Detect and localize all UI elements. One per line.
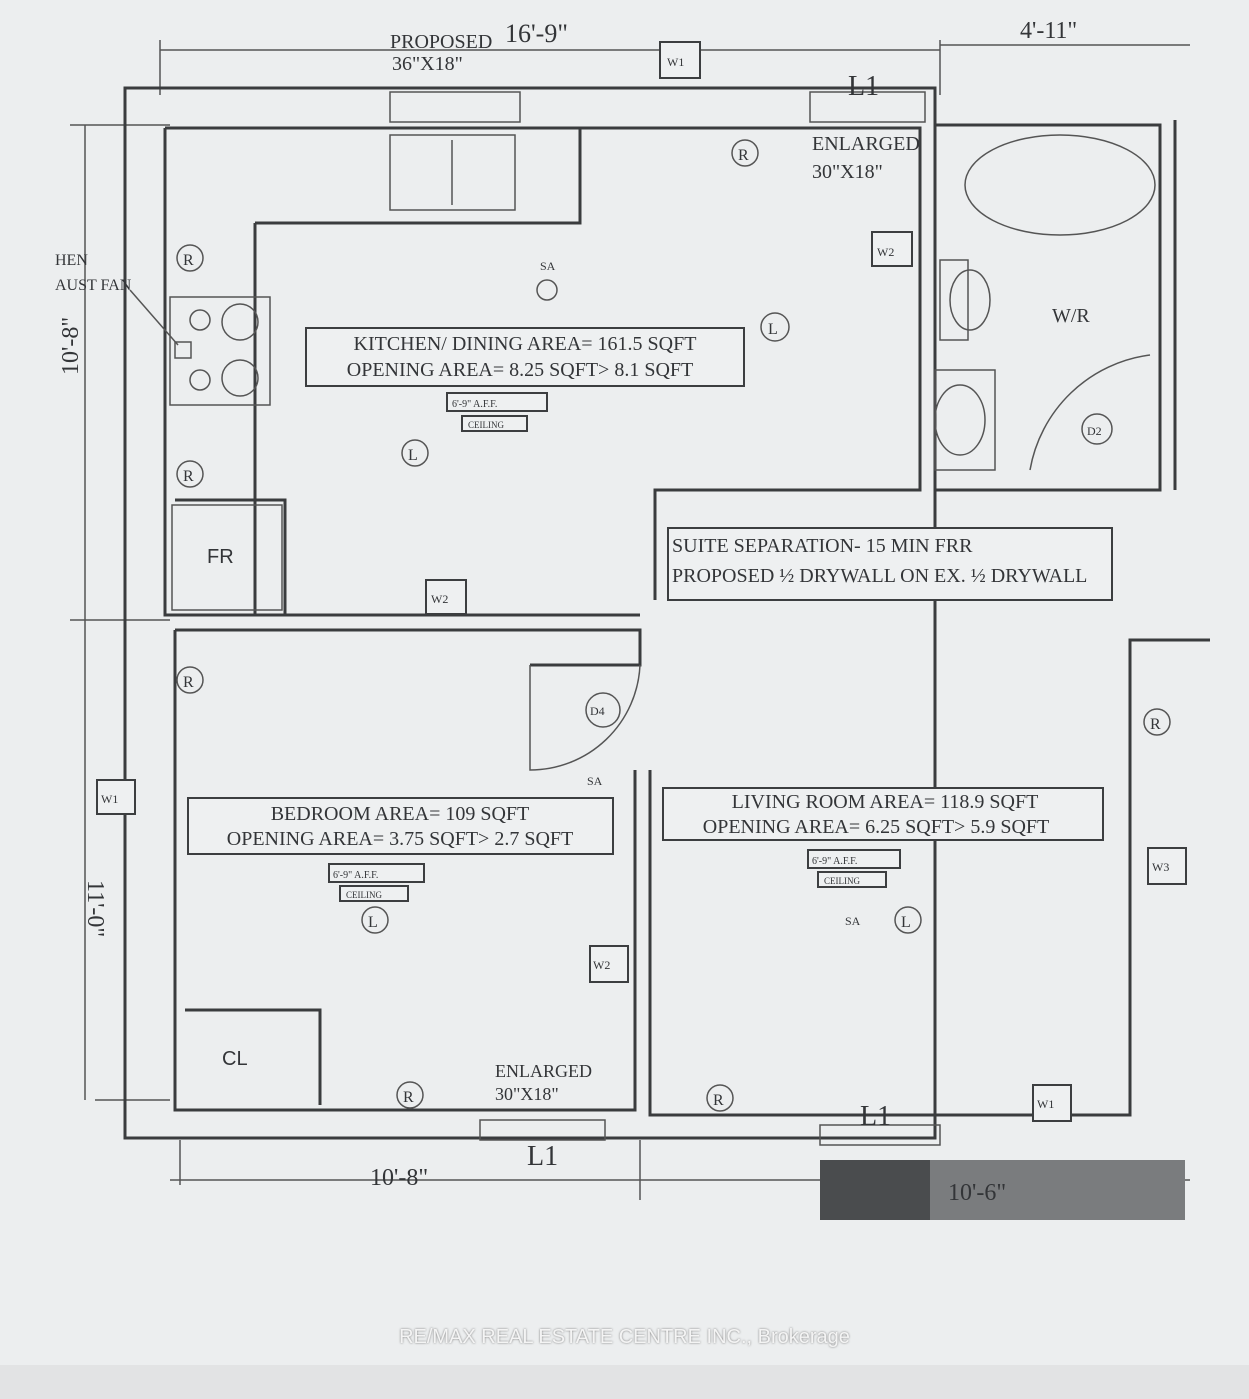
receptacle-kitchen: R xyxy=(738,147,749,164)
light-bedroom: L xyxy=(368,914,378,931)
bottom-dimension-left: 10'-8" xyxy=(370,1165,428,1191)
bedroom-area: BEDROOM AREA= 109 SQFT xyxy=(271,803,530,825)
suite-drywall: PROPOSED ½ DRYWALL ON EX. ½ DRYWALL xyxy=(672,565,1087,587)
bottom-bar xyxy=(0,1365,1249,1399)
kitchen-opening-area: OPENING AREA= 8.25 SQFT> 8.1 SQFT xyxy=(347,359,693,381)
living-area-box xyxy=(662,787,1104,841)
kitchen-ceiling: CEILING xyxy=(468,420,504,430)
suite-separation: SUITE SEPARATION- 15 MIN FRR xyxy=(672,535,973,557)
smoke-alarm-kitchen: SA xyxy=(540,259,556,273)
labels: PROPOSED 16'-9" 36"X18" 4'-11" W1 L1 ENL… xyxy=(55,18,1187,1206)
window-w2-kitchen: W2 xyxy=(877,245,894,259)
living-ceiling: CEILING xyxy=(824,876,860,886)
light-kitchen: L xyxy=(768,321,778,338)
left-dimension-upper: 10'-8" xyxy=(58,317,84,375)
proposed-label: PROPOSED xyxy=(390,31,492,53)
closet-label: CL xyxy=(222,1048,248,1070)
door-d2: D2 xyxy=(1087,424,1102,438)
bathtub xyxy=(964,134,1156,236)
window-w1-top: W1 xyxy=(667,55,684,69)
toilet xyxy=(949,269,991,331)
fridge xyxy=(171,504,283,611)
window-w2-living: W2 xyxy=(593,958,610,972)
exhaust-label-1: HEN xyxy=(55,252,88,269)
enlarged-size-bottom: 30"X18" xyxy=(495,1084,559,1104)
living-opening-area: OPENING AREA= 6.25 SQFT> 5.9 SQFT xyxy=(703,816,1049,838)
receptacle-living-2: R xyxy=(1150,716,1161,733)
walls xyxy=(123,86,1210,1140)
window-w1-living: W1 xyxy=(1037,1097,1054,1111)
living-aff: 6'-9" A.F.F. xyxy=(812,856,857,867)
fridge-label: FR xyxy=(207,546,234,568)
fixtures xyxy=(129,91,1185,1220)
bedroom-area-box xyxy=(187,797,614,855)
smoke-alarm-living: SA xyxy=(845,914,861,928)
brokerage-watermark: RE/MAX REAL ESTATE CENTRE INC., Brokerag… xyxy=(399,1326,850,1348)
kitchen-area: KITCHEN/ DINING AREA= 161.5 SQFT xyxy=(354,333,697,355)
kitchen-area-box xyxy=(305,327,745,387)
living-area: LIVING ROOM AREA= 118.9 SQFT xyxy=(732,791,1039,813)
exhaust-label-2: AUST FAN xyxy=(55,277,132,294)
enlarged-label-top: ENLARGED xyxy=(812,133,920,155)
l1-bottom-right: L1 xyxy=(860,1101,891,1132)
bath-dimension: 4'-11" xyxy=(1020,18,1077,44)
kitchen-sink xyxy=(389,134,516,211)
smoke-alarm-hall: SA xyxy=(587,774,603,788)
receptacle-bedroom: R xyxy=(403,1089,414,1106)
enlarged-size-top: 30"X18" xyxy=(812,161,883,183)
bedroom-aff: 6'-9" A.F.F. xyxy=(333,870,378,881)
l1-bottom-left: L1 xyxy=(527,1141,558,1172)
stove xyxy=(169,296,271,406)
l1-top: L1 xyxy=(848,71,879,102)
proposed-size: 36"X18" xyxy=(392,53,463,75)
window-w3: W3 xyxy=(1152,860,1169,874)
light-living: L xyxy=(901,914,911,931)
bedroom-ceiling: CEILING xyxy=(346,890,382,900)
enlarged-label-bottom: ENLARGED xyxy=(495,1061,592,1081)
suite-separation-box xyxy=(667,527,1113,601)
kitchen-aff: 6'-9" A.F.F. xyxy=(452,399,497,410)
window-w2-hall: W2 xyxy=(431,592,448,606)
receptacle-kitchen-3: R xyxy=(183,468,194,485)
door-d4: D4 xyxy=(590,704,605,718)
washroom-label: W/R xyxy=(1052,305,1090,327)
top-dimension: 16'-9" xyxy=(505,19,568,48)
left-dimension-lower: 11'-0" xyxy=(82,880,108,937)
bedroom-opening-area: OPENING AREA= 3.75 SQFT> 2.7 SQFT xyxy=(227,828,573,850)
window-w1-bedroom: W1 xyxy=(101,792,118,806)
light-kitchen-2: L xyxy=(408,447,418,464)
receptacle-kitchen-2: R xyxy=(183,252,194,269)
receptacle-living: R xyxy=(713,1092,724,1109)
bottom-dimension-right: 10'-6" xyxy=(948,1180,1006,1206)
receptacle-bedroom-2: R xyxy=(183,674,194,691)
